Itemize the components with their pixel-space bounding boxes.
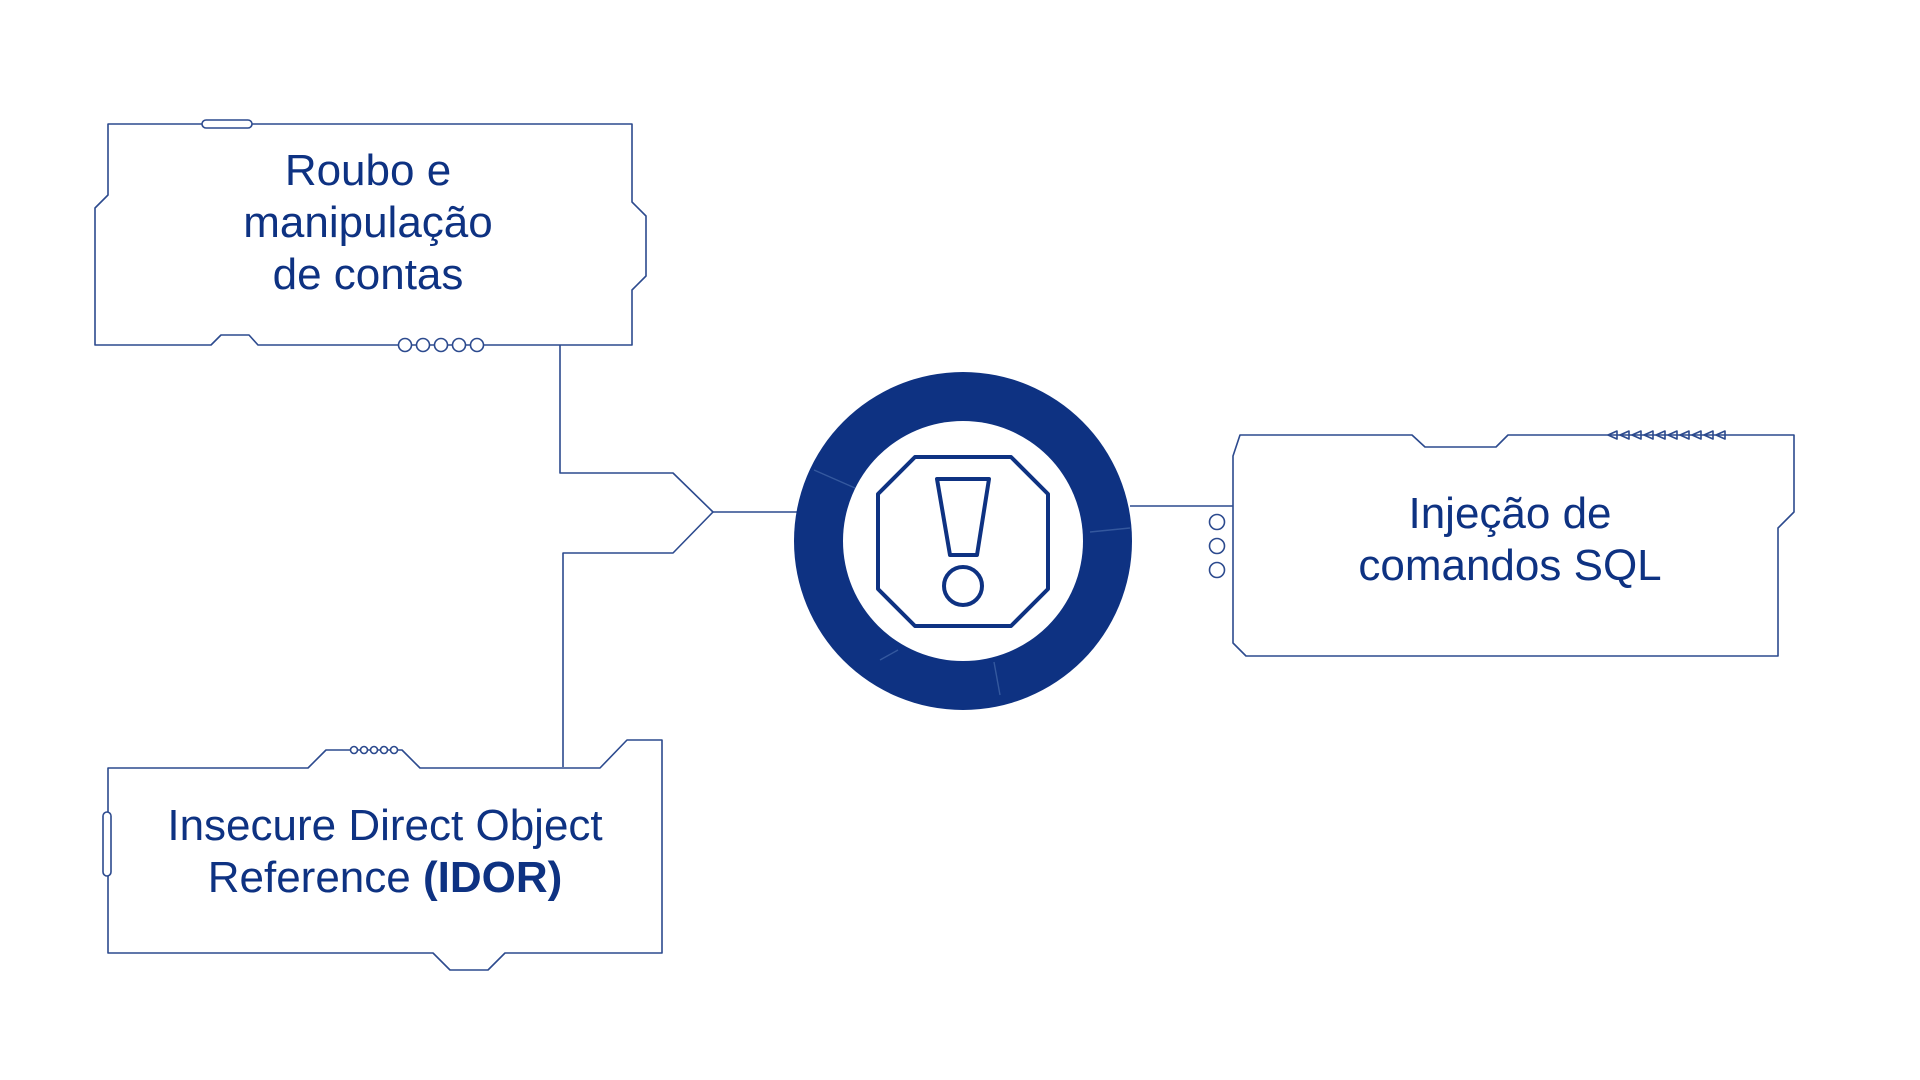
dot-row-decoration: [397, 337, 485, 353]
pill-decoration: [201, 119, 253, 129]
label-text-bold: (IDOR): [422, 852, 563, 902]
side-pill-decoration: [102, 811, 112, 877]
center-warning-icon: [794, 372, 1132, 710]
connector-bottom-left: [562, 511, 714, 767]
label-line: de contas: [272, 249, 464, 299]
label-line: Insecure Direct Object: [167, 801, 603, 850]
box-frame-idor: [102, 739, 663, 971]
exclamation-dot: [942, 565, 984, 607]
connector-top-left: [559, 345, 714, 513]
box-frame-sql-injection: [1208, 430, 1795, 657]
label-line: comandos SQL: [1358, 540, 1662, 590]
exclamation-bar: [935, 477, 991, 557]
box-frame-account-theft: [94, 119, 647, 353]
label-text-regular: Reference: [207, 852, 423, 902]
label-line: Injeção de: [1408, 489, 1612, 538]
label-line-2: Reference (IDOR): [120, 852, 650, 904]
label-idor: Insecure Direct Object Reference (IDOR): [120, 800, 650, 904]
label-account-theft: Roubo e manipulação de contas: [168, 145, 568, 301]
side-dots-decoration: [1208, 513, 1226, 579]
label-line: Roubo e: [284, 146, 452, 195]
warning-octagon-icon: [876, 455, 1050, 628]
dot-row-small-decoration: [349, 745, 399, 755]
arrow-row-decoration: [1607, 430, 1726, 440]
connectors: [559, 345, 1233, 767]
label-line: manipulação: [243, 197, 493, 247]
label-sql-injection: Injeção de comandos SQL: [1290, 488, 1730, 592]
